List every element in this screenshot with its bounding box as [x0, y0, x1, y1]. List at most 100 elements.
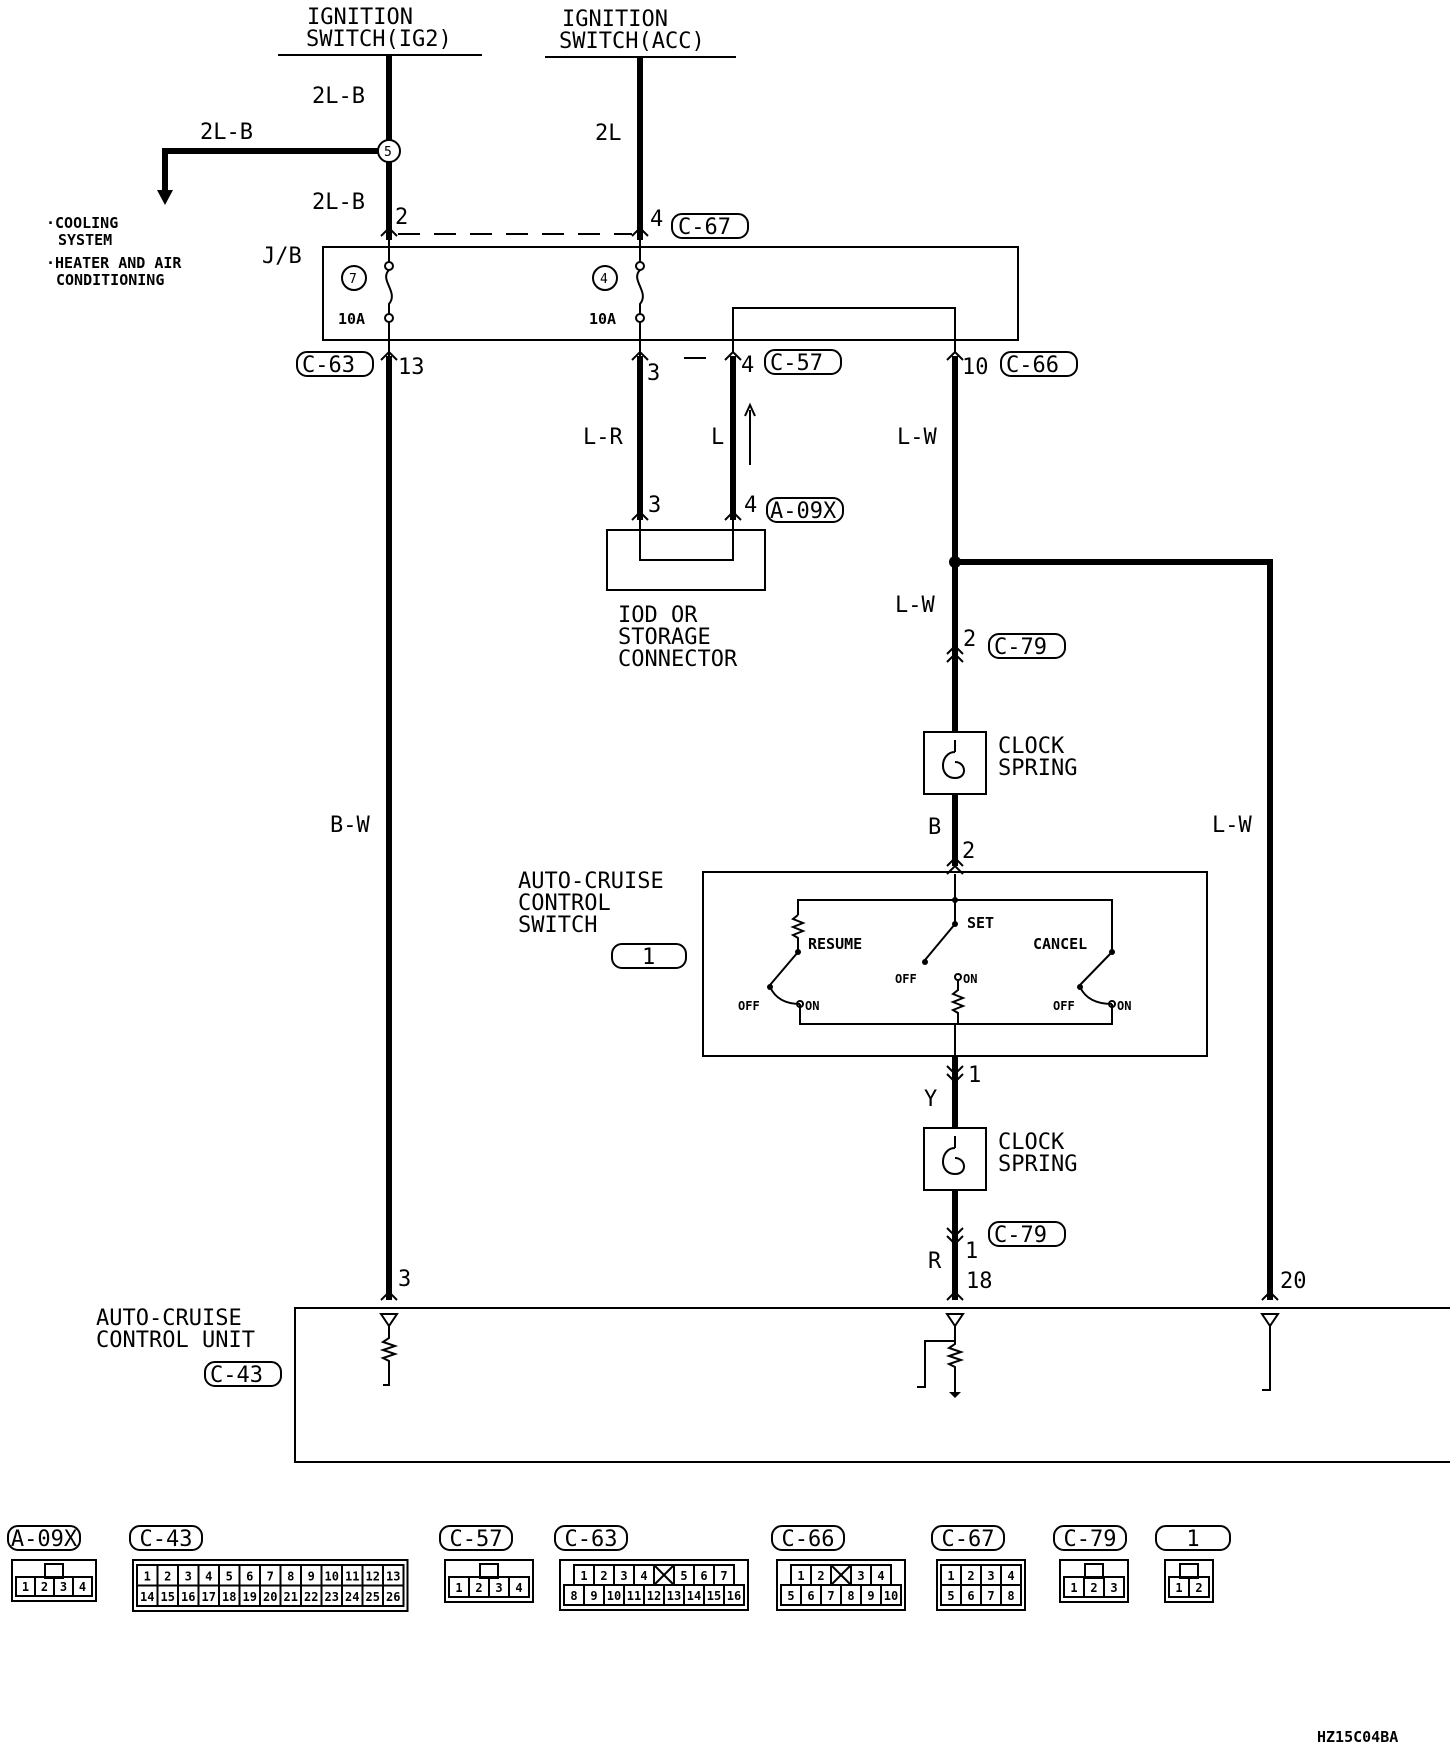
svg-text:1: 1	[965, 1239, 978, 1264]
wire-label-b: B	[928, 815, 941, 840]
legend-pin: 11	[627, 1589, 641, 1603]
legend-pin: 16	[181, 1590, 195, 1604]
legend-pin: 2	[600, 1569, 607, 1583]
wire-label-to-clock: L-W	[895, 593, 935, 618]
wire-label-right: L-W	[1212, 813, 1252, 838]
legend-pin: 1	[144, 1570, 151, 1584]
legend-pin: 1	[947, 1569, 954, 1583]
legend-pin: 15	[161, 1590, 175, 1604]
legend-pin: 14	[687, 1589, 701, 1603]
legend-tag: C-57	[450, 1527, 503, 1552]
legend-pin: 3	[185, 1570, 192, 1584]
svg-text:OFF: OFF	[738, 999, 760, 1013]
svg-text:SWITCH(IG2): SWITCH(IG2)	[306, 27, 452, 52]
switch-pin-2: 2	[962, 839, 975, 864]
legend-pin: 11	[345, 1570, 359, 1584]
connector-c63: C-63 13	[296, 350, 425, 380]
legend-pin: 4	[205, 1570, 212, 1584]
svg-text:13: 13	[398, 355, 425, 380]
svg-text:OFF: OFF	[1053, 999, 1075, 1013]
legend-pin: 7	[827, 1589, 834, 1603]
branch-targets: ·COOLING SYSTEM ·HEATER AND AIR CONDITIO…	[46, 214, 182, 289]
legend-pin: 8	[570, 1589, 577, 1603]
svg-text:2: 2	[395, 205, 408, 230]
svg-text:SPRING: SPRING	[998, 1152, 1077, 1177]
iod-storage-connector: IOD OR STORAGE CONNECTOR	[606, 520, 766, 672]
legend-pin: 9	[867, 1589, 874, 1603]
legend-pin: 5	[947, 1589, 954, 1603]
clock-spring-bottom: CLOCK SPRING	[923, 1127, 1077, 1191]
svg-text:ON: ON	[805, 999, 819, 1013]
svg-text:IGNITION: IGNITION	[307, 5, 413, 30]
connector-c79-bottom: C-79 1 R	[928, 1221, 1066, 1274]
wire-label-ig2-lower: 2L-B	[312, 190, 365, 215]
svg-text:·COOLING: ·COOLING	[46, 214, 118, 232]
legend-pin: 19	[243, 1590, 257, 1604]
wire-label-y: Y	[924, 1087, 937, 1112]
legend-pin: 6	[967, 1589, 974, 1603]
svg-text:CONTROL: CONTROL	[518, 891, 611, 916]
legend-pin: 7	[720, 1569, 727, 1583]
svg-text:7: 7	[349, 272, 357, 287]
svg-text:C-43: C-43	[210, 1363, 263, 1388]
ignition-switch-acc: IGNITION SWITCH(ACC)	[545, 7, 736, 58]
legend-pin: 10	[884, 1589, 898, 1603]
svg-text:C-57: C-57	[770, 351, 823, 376]
legend-tag: C-79	[1064, 1527, 1117, 1552]
svg-text:C-67: C-67	[678, 215, 731, 240]
svg-text:STORAGE: STORAGE	[618, 625, 711, 650]
legend-pin: 13	[667, 1589, 681, 1603]
legend-tag: C-67	[942, 1527, 995, 1552]
svg-text:SYSTEM: SYSTEM	[58, 231, 112, 249]
legend-pin: 4	[877, 1569, 884, 1583]
svg-text:CONDITIONING: CONDITIONING	[56, 271, 164, 289]
connector-c57: 3 4 C-57	[631, 349, 842, 386]
legend-pin: 1	[455, 1581, 462, 1595]
svg-text:18: 18	[966, 1269, 993, 1294]
svg-text:C-79: C-79	[994, 1223, 1047, 1248]
legend-pin: 12	[366, 1570, 380, 1584]
legend-pin: 2	[164, 1570, 171, 1584]
svg-text:10: 10	[962, 355, 989, 380]
legend-pin: 6	[807, 1589, 814, 1603]
legend-pin: 5	[787, 1589, 794, 1603]
auto-cruise-control-unit: AUTO-CRUISE CONTROL UNIT C-43	[96, 1306, 1450, 1463]
svg-text:3: 3	[398, 1267, 411, 1292]
svg-text:5: 5	[384, 145, 392, 160]
legend-pin: 2	[1090, 1581, 1097, 1595]
legend-pin: 3	[1110, 1581, 1117, 1595]
svg-text:SPRING: SPRING	[998, 756, 1077, 781]
svg-text:C-79: C-79	[994, 635, 1047, 660]
figure-code: HZ15C04BA	[1317, 1728, 1398, 1746]
legend-pin: 8	[287, 1570, 294, 1584]
connector-a09x: 3 4 A-09X	[631, 493, 844, 524]
legend-pin: 10	[607, 1589, 621, 1603]
legend-pin: 8	[1007, 1589, 1014, 1603]
svg-text:4: 4	[600, 272, 608, 287]
legend-pin: 4	[640, 1569, 647, 1583]
legend-pin: 26	[386, 1590, 400, 1604]
legend-pin: 5	[226, 1570, 233, 1584]
legend-pin: 16	[727, 1589, 741, 1603]
legend-pin: 7	[987, 1589, 994, 1603]
legend-pin: 8	[847, 1589, 854, 1603]
svg-text:R: R	[928, 1249, 942, 1274]
legend-pin: 1	[797, 1569, 804, 1583]
wire-label-l: L	[711, 425, 724, 450]
svg-text:10A: 10A	[338, 310, 365, 328]
legend-pin: 24	[345, 1590, 359, 1604]
legend-pin: 12	[647, 1589, 661, 1603]
wire-label-lr: L-R	[583, 425, 623, 450]
svg-text:C-66: C-66	[1006, 353, 1059, 378]
svg-text:C-63: C-63	[302, 353, 355, 378]
legend-pin: 3	[495, 1581, 502, 1595]
svg-text:SWITCH(ACC): SWITCH(ACC)	[559, 29, 705, 54]
svg-text:1: 1	[642, 945, 655, 970]
wire-label-ig2-top: 2L-B	[312, 84, 365, 109]
svg-text:3: 3	[647, 361, 660, 386]
svg-text:3: 3	[648, 493, 661, 518]
legend-pin: 1	[580, 1569, 587, 1583]
junction-block: J/B 7 10A 4 10A	[262, 240, 1019, 356]
